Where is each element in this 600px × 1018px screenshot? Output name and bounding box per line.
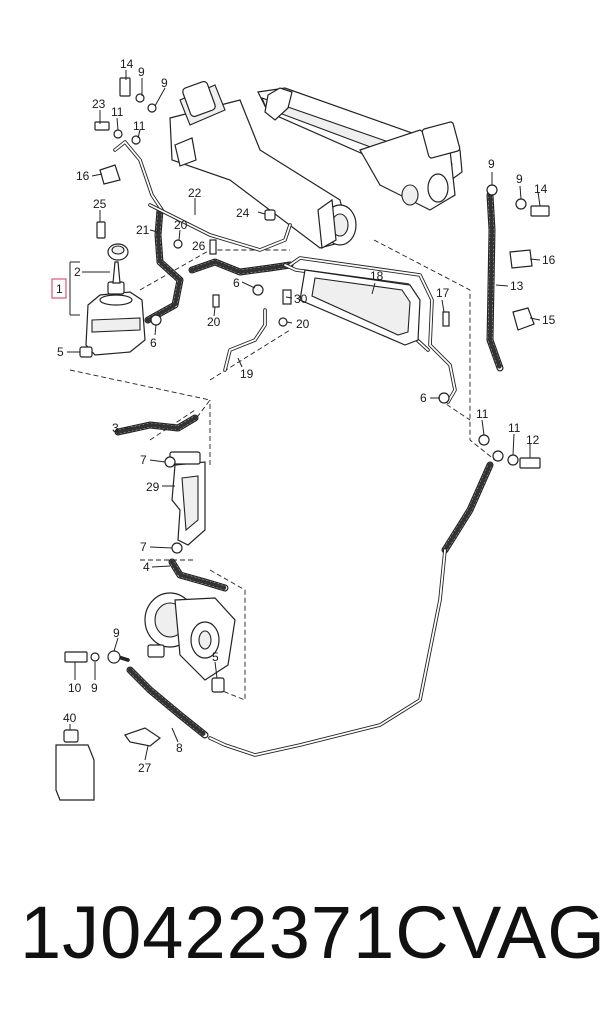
callout-6a: 6	[233, 276, 240, 290]
callout-9e: 9	[113, 626, 120, 640]
callout-20c: 20	[296, 317, 310, 331]
callout-17: 17	[436, 286, 450, 300]
callout-13: 13	[510, 279, 524, 293]
hose-bracket	[169, 451, 206, 546]
callout-14a: 14	[120, 57, 134, 71]
callout-1-highlight: 1	[51, 278, 67, 299]
callout-11c: 11	[476, 407, 489, 421]
heat-shield	[299, 269, 421, 346]
callout-30: 30	[294, 292, 308, 306]
callout-25: 25	[93, 197, 107, 211]
fluid-bottle	[55, 729, 95, 801]
callout-24: 24	[236, 206, 250, 220]
callout-16a: 16	[76, 169, 90, 183]
callout-5a: 5	[57, 345, 64, 359]
callout-3: 3	[112, 421, 119, 435]
callout-1: 1	[56, 282, 63, 296]
return-hoses	[114, 191, 504, 739]
part-number: 1J0422371C	[20, 891, 450, 974]
fasteners	[64, 77, 550, 747]
callout-26: 26	[192, 239, 206, 253]
callout-4: 4	[143, 560, 150, 574]
parts-diagram: 14 9 9 23 11 11 16 22 25 24 21 20 26 2 1…	[51, 57, 556, 801]
pressure-pipes	[110, 140, 457, 757]
callout-11d: 11	[508, 421, 521, 435]
callout-16b: 16	[542, 253, 556, 267]
callout-27: 27	[138, 761, 152, 775]
callout-14b: 14	[534, 182, 548, 196]
steering-rack	[169, 80, 463, 249]
callout-9b: 9	[161, 76, 168, 90]
callout-9a: 9	[138, 65, 145, 79]
callout-10: 10	[68, 681, 82, 695]
callout-9f: 9	[91, 681, 98, 695]
callout-2: 2	[74, 265, 81, 279]
callout-22: 22	[188, 186, 202, 200]
callout-19: 19	[240, 367, 254, 381]
fluid-reservoir	[85, 243, 146, 356]
leader-lines	[67, 70, 541, 761]
power-steering-pump	[144, 592, 236, 693]
callout-7a: 7	[140, 453, 147, 467]
callout-21: 21	[136, 223, 150, 237]
callout-7b: 7	[140, 540, 147, 554]
callout-11a: 11	[111, 105, 124, 119]
callout-6b: 6	[150, 336, 157, 350]
callout-9c: 9	[488, 157, 495, 171]
callout-18: 18	[370, 269, 384, 283]
callout-5b: 5	[212, 650, 219, 664]
callout-12: 12	[526, 433, 540, 447]
callout-9d: 9	[516, 172, 523, 186]
callout-15: 15	[542, 313, 556, 327]
callout-8: 8	[176, 741, 183, 755]
callout-6c: 6	[420, 391, 427, 405]
callout-23: 23	[92, 97, 106, 111]
callout-29: 29	[146, 480, 160, 494]
callout-40: 40	[63, 711, 77, 725]
brand-name: VAG	[452, 891, 600, 974]
callout-20b: 20	[207, 315, 221, 329]
callout-11b: 11	[133, 119, 146, 133]
callout-labels: 14 9 9 23 11 11 16 22 25 24 21 20 26 2 1…	[51, 57, 556, 775]
callout-20a: 20	[174, 218, 188, 232]
